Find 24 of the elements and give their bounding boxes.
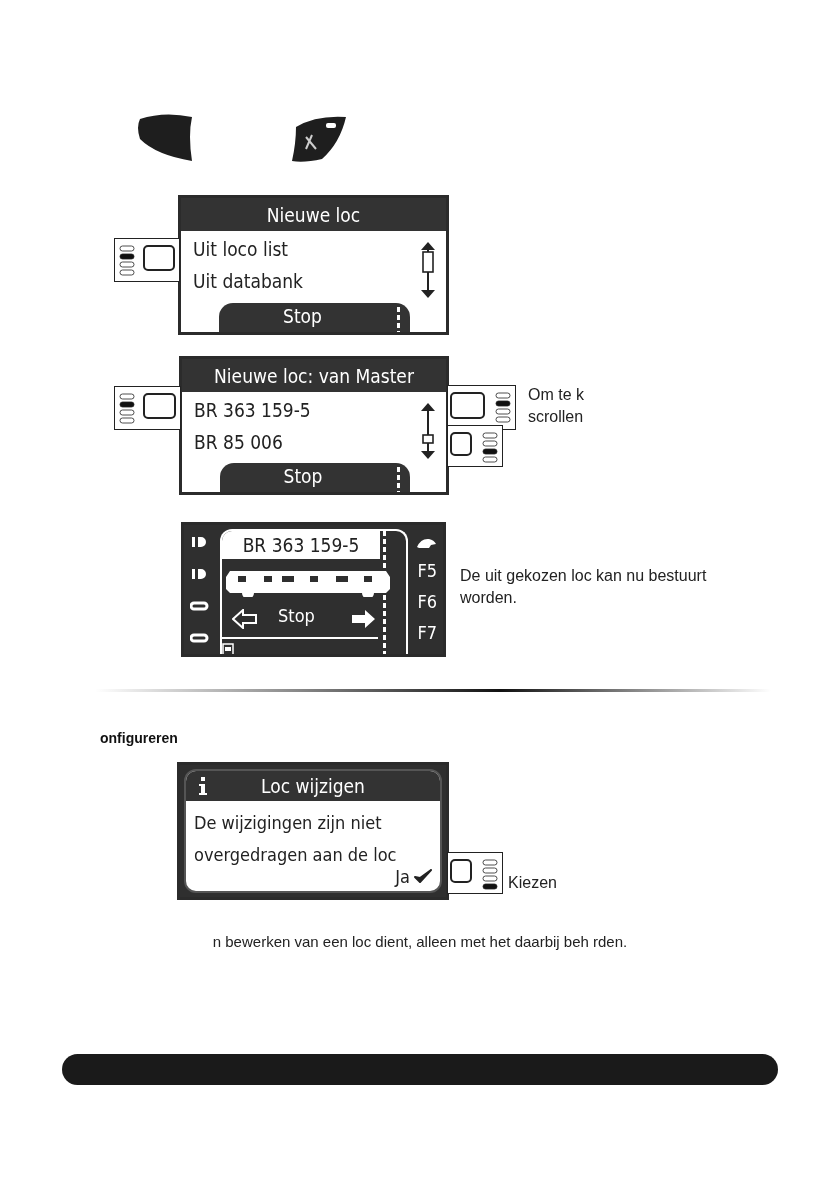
section-heading: onfigureren [100, 730, 178, 746]
instruction-text: De uit gekozen loc kan nu bestuurt worden. [460, 566, 708, 608]
function-key-label: F5 [417, 560, 437, 581]
instruction-text: Kiezen [508, 873, 557, 893]
stop-tab: Stop [219, 303, 410, 332]
lcd-screen [179, 356, 449, 495]
instruction-text: Om te k scrollen [528, 385, 585, 427]
function-key-label: F6 [417, 591, 437, 612]
dialog-message: De wijzigingen zijn niet overgedragen aan de loc [194, 812, 397, 865]
stop-label: Stop [278, 605, 315, 626]
body-text: n bewerken van een loc dient, alleen met het daarbij beh rden. [211, 932, 629, 952]
screen-title: Nieuwe loc [266, 203, 361, 226]
screen-title: Nieuwe loc: van Master [214, 364, 414, 387]
lcd-screen [178, 195, 449, 335]
dialog-title: Loc wijzigen [261, 775, 365, 797]
stop-tab: Stop [220, 463, 410, 492]
menu-item: BR 363 159-5 [194, 399, 311, 421]
menu-item: Uit loco list [193, 238, 288, 260]
lcd-screen [181, 522, 446, 657]
menu-item: Uit databank [193, 270, 303, 292]
loco-name: BR 363 159-5 [242, 534, 360, 556]
function-key-label: F7 [417, 622, 437, 643]
confirm-label: Ja [395, 866, 410, 887]
menu-item: BR 85 006 [194, 431, 283, 453]
